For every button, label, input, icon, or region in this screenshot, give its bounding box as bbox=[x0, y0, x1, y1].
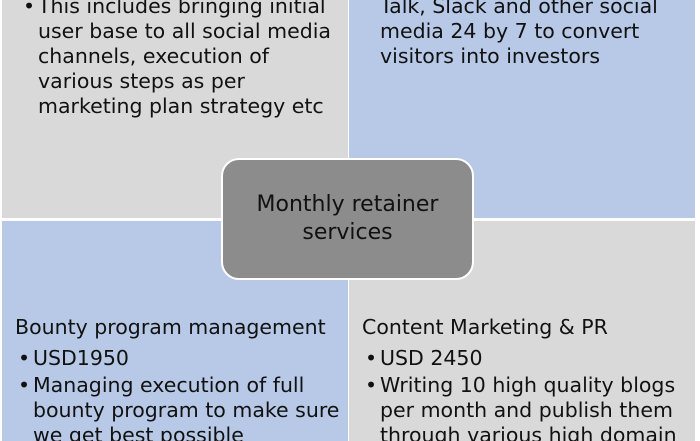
top-right-text: Talk, Slack and other social media 24 by… bbox=[380, 0, 690, 69]
bottom-left-text: Bounty program management USD1950 Managi… bbox=[15, 315, 340, 441]
bounty-heading: Bounty program management bbox=[15, 315, 326, 339]
bounty-bullet: Managing execution of full bounty progra… bbox=[15, 373, 340, 441]
quadrant-top-left: This includes bringing initial user base… bbox=[2, 0, 348, 218]
center-box: Monthly retainer services bbox=[221, 158, 474, 280]
top-right-continuation: Talk, Slack and other social media 24 by… bbox=[380, 0, 658, 68]
quadrant-top-right: Talk, Slack and other social media 24 by… bbox=[349, 0, 695, 218]
content-marketing-heading: Content Marketing & PR bbox=[362, 315, 608, 339]
bounty-price: USD1950 bbox=[15, 346, 340, 371]
content-marketing-bullet: Writing 10 high quality blogs per month … bbox=[362, 373, 692, 441]
center-label: Monthly retainer services bbox=[256, 192, 439, 245]
top-left-text: This includes bringing initial user base… bbox=[20, 0, 338, 119]
top-left-bullet: This includes bringing initial user base… bbox=[20, 0, 338, 119]
bottom-right-text: Content Marketing & PR USD 2450 Writing … bbox=[362, 315, 692, 441]
content-marketing-price: USD 2450 bbox=[362, 346, 692, 371]
